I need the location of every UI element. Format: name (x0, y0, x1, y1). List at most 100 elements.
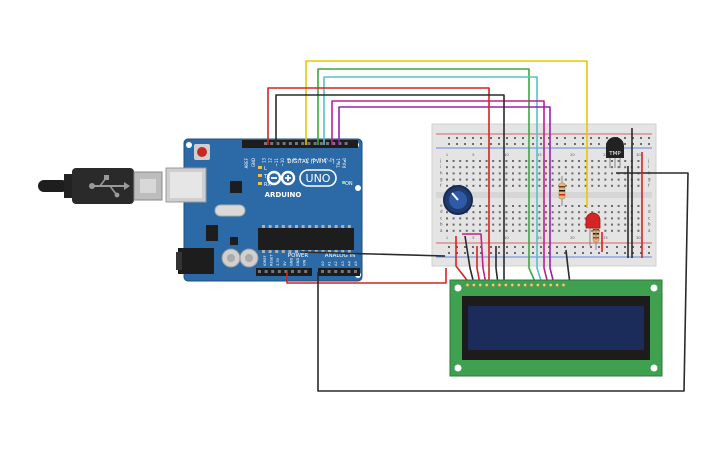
wire-red-top[interactable] (267, 87, 490, 282)
row-letter: i (440, 164, 441, 169)
lcd-pin[interactable] (529, 283, 534, 287)
digital-pin[interactable] (270, 142, 274, 145)
power-pin-label: 3.3V (276, 257, 280, 266)
lcd-pin[interactable] (478, 283, 483, 287)
power-pin[interactable] (277, 270, 281, 273)
power-pin[interactable] (304, 270, 308, 273)
lcd-pin[interactable] (484, 283, 489, 287)
wire-red-lcd-2[interactable] (476, 246, 481, 285)
digital-pin[interactable] (276, 142, 280, 145)
power-pin[interactable] (258, 270, 261, 273)
digital-pin[interactable] (313, 142, 317, 145)
row-letter: d (648, 209, 651, 214)
digital-pin[interactable] (344, 142, 348, 145)
lcd-pin[interactable] (523, 283, 527, 287)
wire-black-lcd-3[interactable] (565, 249, 571, 285)
row-letter: f (648, 183, 650, 188)
arduino-logo-icon (266, 170, 296, 186)
digital-pin-label: ~11 (274, 158, 279, 167)
wire-black-lcd[interactable] (464, 235, 475, 285)
tmp-sensor-body[interactable] (606, 137, 624, 158)
analog-pin[interactable] (347, 270, 351, 273)
power-pin-label: 5V (283, 261, 287, 266)
analog-pin[interactable] (334, 270, 338, 273)
digital-pin[interactable] (282, 142, 286, 145)
potentiometer[interactable] (443, 185, 473, 215)
digital-pin[interactable] (338, 142, 342, 145)
usb-chip (230, 181, 242, 193)
digital-pin-label: 13 (262, 158, 267, 164)
analog-pin[interactable] (340, 270, 344, 273)
lcd-screen (468, 306, 644, 350)
digital-pin-label: ~6 (305, 158, 310, 164)
digital-header-label: DIGITAL (PWM ~) (287, 159, 334, 165)
lcd-pin[interactable] (504, 283, 508, 287)
analog-header-label: ANALOG IN (325, 253, 356, 259)
lcd-pin[interactable] (542, 283, 547, 287)
lcd-pin[interactable] (536, 283, 540, 287)
digital-pin[interactable] (307, 142, 311, 145)
wire-cyan[interactable] (323, 76, 543, 285)
analog-pin[interactable] (321, 270, 324, 273)
wire-black-lcd-2[interactable] (495, 246, 499, 285)
digital-pin[interactable] (319, 142, 323, 145)
power-pin-label: IOREF (263, 255, 267, 266)
lcd-pin[interactable] (516, 283, 521, 287)
resistor-1[interactable] (558, 176, 566, 206)
digital-pin-label: RX◂0 (342, 158, 347, 169)
red-led[interactable] (585, 212, 601, 246)
lcd-pin-header (465, 283, 566, 287)
wire-red-5v[interactable] (286, 268, 447, 284)
column-number: 20 (570, 153, 575, 157)
breadboard-holes (446, 137, 650, 254)
row-letter: e (648, 203, 651, 208)
digital-pin[interactable] (332, 142, 336, 145)
lcd-pin[interactable] (497, 283, 502, 287)
power-pin[interactable] (271, 270, 275, 273)
column-number: 30 (636, 236, 641, 240)
power-pin[interactable] (264, 270, 268, 273)
led-dome[interactable] (585, 212, 601, 229)
column-number: 10 (504, 153, 509, 157)
power-pin-label: RESET (270, 254, 274, 266)
digital-pin[interactable] (326, 142, 329, 145)
wire-magenta[interactable] (331, 100, 549, 285)
analog-pin-label: A4 (347, 261, 351, 266)
wire-yellow[interactable] (305, 60, 588, 208)
power-pin[interactable] (284, 270, 288, 273)
arduino-brand: ARDUINO (265, 191, 302, 199)
row-letter: a (648, 228, 651, 233)
usb-cable (38, 168, 163, 204)
digital-pin[interactable] (295, 142, 298, 145)
digital-pin-label: ~3 (324, 158, 329, 164)
analog-pin[interactable] (327, 270, 331, 273)
wire-black-gnd[interactable] (299, 251, 446, 257)
digital-pin[interactable] (264, 142, 267, 145)
wire-purple[interactable] (338, 106, 555, 285)
usb-icon (89, 175, 130, 198)
wire-red-lcd[interactable] (455, 236, 471, 285)
digital-pin[interactable] (301, 142, 305, 145)
analog-pin[interactable] (354, 270, 357, 273)
tmp-sensor[interactable]: TMP (606, 137, 624, 168)
on-led-label: ON (345, 181, 353, 187)
column-number: 15 (537, 236, 542, 240)
power-pin[interactable] (291, 270, 294, 273)
lcd-pin[interactable] (555, 283, 559, 287)
power-header-label: POWER (288, 253, 309, 259)
lcd-pin[interactable] (510, 283, 515, 287)
wire-magenta-pot[interactable] (462, 233, 487, 285)
lcd-pin[interactable] (465, 283, 470, 287)
power-pin[interactable] (297, 270, 301, 273)
lcd-pin[interactable] (472, 283, 476, 287)
lcd-pin[interactable] (561, 283, 566, 287)
lcd-pin[interactable] (491, 283, 495, 287)
analog-header (318, 268, 360, 276)
digital-pin[interactable] (288, 142, 292, 145)
lcd-pin[interactable] (548, 283, 553, 287)
wire-black-loop[interactable] (317, 172, 689, 392)
reset-button-cap[interactable] (197, 147, 207, 157)
wire-black-top[interactable] (275, 94, 505, 282)
tx-led-label: TX (263, 174, 271, 180)
